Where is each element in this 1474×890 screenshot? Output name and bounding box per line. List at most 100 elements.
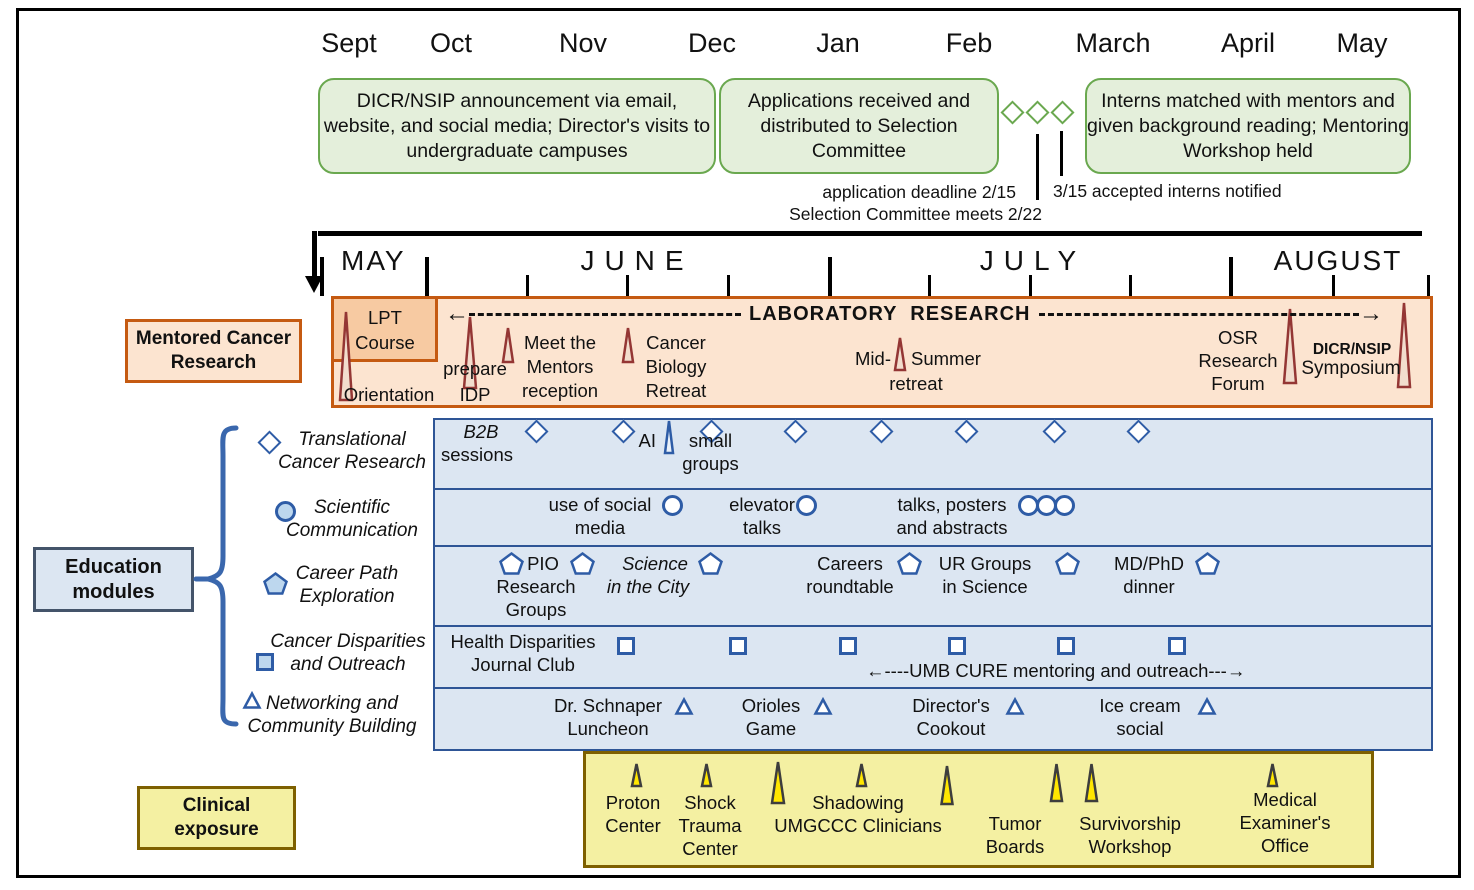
osr-forum-label: OSR Research Forum	[1198, 327, 1278, 394]
networking-triangle-icon	[1005, 696, 1025, 715]
square-icon	[256, 653, 274, 671]
summer-baseline	[318, 231, 1422, 236]
interns-matched-text: Interns matched with mentors and given b…	[1087, 89, 1409, 162]
disparities-square-icon	[1057, 637, 1075, 655]
note-accepted-interns: 3/15 accepted interns notified	[1053, 181, 1282, 201]
networking-triangle-icon	[813, 696, 833, 715]
tick-week	[626, 275, 629, 296]
midsummer-summer-label: Summer	[911, 348, 981, 369]
umgccc-spike-icon	[770, 761, 786, 805]
career-pentagon-icon	[698, 551, 723, 575]
orientation-spike-icon	[338, 311, 354, 402]
communication-circle-icon	[1054, 495, 1075, 516]
month-dec: Dec	[687, 28, 737, 58]
tick-week	[727, 275, 730, 296]
disparities-square-icon	[839, 637, 857, 655]
meet-mentors-label: Meet the Mentors reception	[521, 332, 599, 401]
month-jan: Jan	[816, 28, 860, 58]
clinical-exposure-band	[583, 751, 1374, 868]
laboratory-research-label: LABORATORY RESEARCH	[749, 302, 1031, 325]
applications-text: Applications received and distributed to…	[747, 89, 971, 162]
month-feb: Feb	[945, 28, 993, 58]
tick-month	[828, 257, 832, 296]
summer-start-arrow-shaft	[312, 231, 317, 276]
science-label: Science	[622, 553, 688, 574]
communication-circle-icon	[662, 495, 683, 516]
legend-career: Career Path Exploration	[295, 563, 399, 607]
career-pentagon-icon	[570, 551, 595, 575]
medical-examiner-label: Medical Examiner's Office	[1239, 789, 1331, 856]
directors-cookout-label: Director's Cookout	[912, 695, 990, 739]
ice-cream-social-label: Ice cream social	[1099, 695, 1181, 739]
row-networking	[433, 687, 1433, 751]
clinical-exposure-label-box: Clinical exposure	[137, 786, 296, 850]
tick-week	[1427, 275, 1430, 296]
networking-triangle-icon	[1197, 696, 1217, 715]
circle-icon	[275, 501, 296, 522]
cancer-biology-label: Cancer Biology Retreat	[645, 332, 707, 401]
proton-center-label: Proton Center	[605, 792, 661, 836]
summer-start-arrowhead-icon	[305, 276, 323, 293]
tick-week	[526, 275, 529, 296]
career-pentagon-icon	[1055, 551, 1080, 575]
deadline-callout-line	[1036, 134, 1039, 200]
pio-label: PIO	[527, 553, 559, 574]
b2b-label: B2B	[463, 421, 499, 442]
notify-callout-line	[1060, 131, 1063, 176]
umb-cure-label: ←----UMB CURE mentoring and outreach---→	[866, 660, 1246, 681]
b2b-sessions-label: sessions	[441, 444, 513, 465]
survivorship-spike-icon	[1084, 763, 1099, 803]
cancer-biology-spike-icon	[621, 327, 635, 364]
shadowing-clinicians-label: Shadowing UMGCCC Clinicians	[774, 792, 942, 836]
tick-week	[1029, 275, 1032, 296]
dicr-nsip-label: DICR/NSIP	[1312, 341, 1392, 358]
talks-posters-label: talks, posters and abstracts	[896, 494, 1008, 538]
legend-disparities: Cancer Disparities and Outreach	[270, 631, 426, 675]
meet-mentors-spike-icon	[501, 327, 515, 364]
journal-club-label: Health Disparities Journal Club	[450, 631, 596, 675]
pentagon-icon	[263, 571, 288, 595]
prepare-idp-spike-icon	[462, 316, 478, 390]
social-media-label: use of social media	[548, 494, 652, 538]
dash-segment	[1038, 312, 1359, 316]
tick-month	[1229, 257, 1233, 296]
symposium-spike-icon	[1396, 302, 1412, 389]
tick-month	[425, 257, 429, 296]
prepare-idp-label: prepare IDP	[443, 358, 507, 405]
tick-month	[320, 257, 324, 296]
month-may-top: May	[1336, 28, 1388, 58]
clinicians-spike-icon	[940, 765, 954, 806]
month-oct: Oct	[429, 28, 473, 58]
symposium-label: Symposium	[1301, 358, 1401, 379]
in-the-city-label: in the City	[606, 576, 690, 597]
legend-networking: Networking and Community Building	[247, 693, 417, 737]
right-arrow-icon: →	[1359, 300, 1383, 327]
month-july: JULY	[979, 245, 1087, 276]
shock-trauma-spike-icon	[700, 763, 713, 788]
disparities-square-icon	[948, 637, 966, 655]
ai-spike-icon	[663, 420, 675, 455]
note-selection-committee: Selection Committee meets 2/22	[789, 204, 1042, 224]
small-groups-label: small groups	[682, 430, 739, 474]
communication-circle-icon	[796, 495, 817, 516]
interns-matched-box: Interns matched with mentors and given b…	[1085, 78, 1411, 174]
elevator-talks-label: elevator talks	[729, 494, 795, 538]
month-april: April	[1220, 28, 1276, 58]
month-march: March	[1075, 28, 1151, 58]
disparities-square-icon	[1168, 637, 1186, 655]
education-brace	[193, 425, 239, 727]
clinical-exposure-label: Clinical exposure	[174, 795, 259, 840]
shock-trauma-label: Shock Trauma Center	[678, 792, 742, 859]
networking-triangle-icon	[674, 696, 694, 715]
midsummer-retreat-spike-icon	[893, 337, 907, 372]
orioles-game-label: Orioles Game	[741, 695, 801, 739]
ur-groups-label: UR Groups in Science	[938, 553, 1032, 597]
left-arrow-icon: ←	[445, 300, 469, 327]
month-nov: Nov	[558, 28, 608, 58]
career-pentagon-icon	[1195, 551, 1220, 575]
education-modules-label: Education modules	[65, 555, 162, 603]
note-application-deadline: application deadline 2/15	[822, 182, 1016, 202]
ai-label: AI	[638, 430, 656, 451]
osr-forum-spike-icon	[1282, 308, 1298, 385]
mentored-research-label: Mentored Cancer Research	[135, 328, 292, 373]
